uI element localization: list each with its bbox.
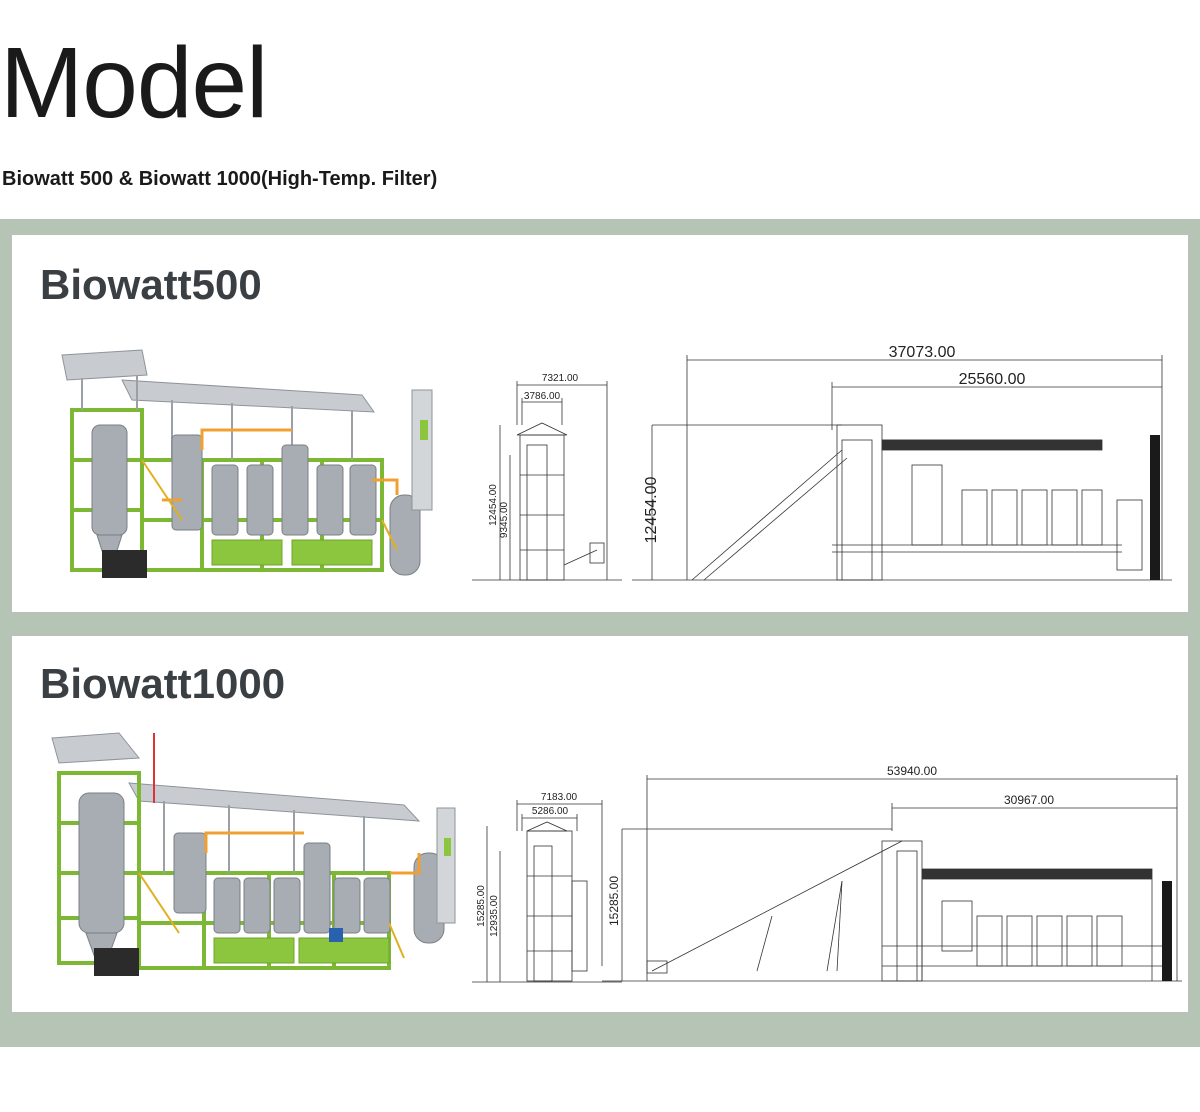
model-name: Biowatt500 <box>40 261 262 308</box>
page-subtitle: Biowatt 500 & Biowatt 1000(High-Temp. Fi… <box>2 168 438 190</box>
front-elevation-drawing: 37073.00 25560.00 12454.00 <box>632 344 1172 581</box>
dim-front-height: 12454.00 <box>643 477 660 544</box>
dim-side-height-outer: 15285.00 <box>476 885 487 927</box>
side-elevation-drawing: 7183.00 5286.00 15285.00 12935.00 <box>472 792 622 983</box>
dim-side-height-inner: 9345.00 <box>499 501 510 538</box>
dim-front-building-length: 30967.00 <box>1004 793 1054 807</box>
dim-side-total-width: 7321.00 <box>542 373 579 384</box>
model-name: Biowatt1000 <box>40 660 286 707</box>
model-panel-biowatt500: Biowatt500 <box>12 235 1188 612</box>
dim-front-building-length: 25560.00 <box>959 371 1026 388</box>
dim-side-inner-width: 3786.00 <box>524 391 561 402</box>
plant-render-illustration <box>51 732 456 976</box>
dim-side-height-inner: 12935.00 <box>489 895 500 937</box>
dim-side-inner-width: 5286.00 <box>532 806 569 817</box>
dim-front-total-length: 53940.00 <box>887 764 937 778</box>
page-title: Model <box>0 27 268 139</box>
model-panel-biowatt1000: Biowatt1000 <box>12 636 1188 1012</box>
front-elevation-drawing: 53940.00 30967.00 15285.00 <box>602 764 1182 982</box>
dim-side-total-width: 7183.00 <box>541 792 578 803</box>
plant-render-illustration <box>61 349 433 578</box>
dim-front-total-length: 37073.00 <box>889 344 956 361</box>
side-elevation-drawing: 7321.00 3786.00 12454.00 9345.00 <box>472 373 622 581</box>
dim-side-height-outer: 12454.00 <box>488 484 499 526</box>
dim-front-height: 15285.00 <box>607 876 621 926</box>
